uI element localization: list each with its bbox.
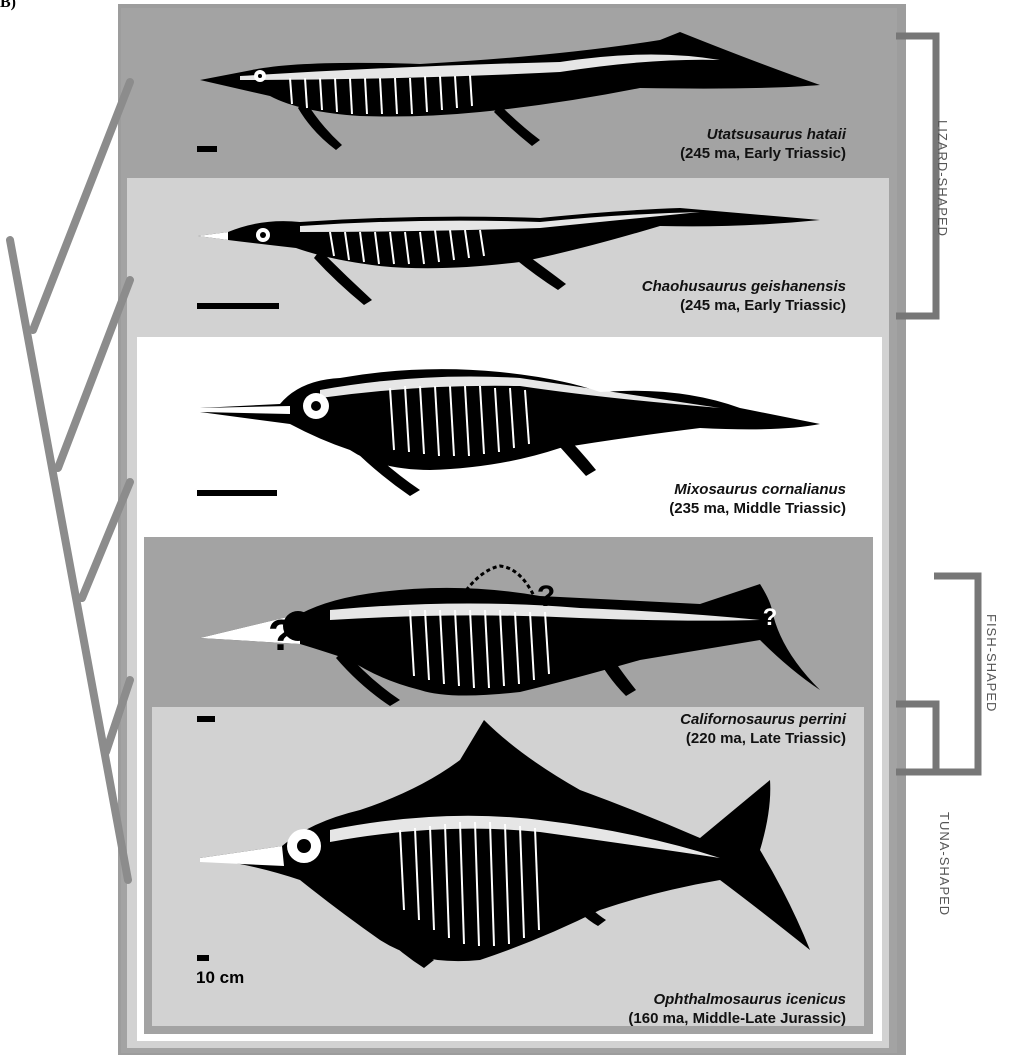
age-label: (220 ma, Late Triassic) bbox=[586, 729, 846, 748]
bracket-label-tuna-shaped: TUNA-SHAPED bbox=[937, 812, 952, 916]
age-label: (235 ma, Middle Triassic) bbox=[586, 499, 846, 518]
uncertainty-mark-dorsal: ? bbox=[537, 580, 555, 613]
age-label: (245 ma, Early Triassic) bbox=[586, 296, 846, 315]
species-name: Californosaurus perrini bbox=[586, 710, 846, 729]
uncertainty-mark-skull: ? bbox=[268, 611, 295, 660]
figure-label: B) bbox=[0, 0, 16, 12]
label-mixosaurus: Mixosaurus cornalianus (235 ma, Middle T… bbox=[586, 480, 846, 518]
scale-bar-label: 10 cm bbox=[196, 968, 244, 988]
tree-branch-utatsusaurus bbox=[33, 82, 130, 330]
uncertainty-mark-tail: ? bbox=[763, 604, 778, 631]
species-name: Mixosaurus cornalianus bbox=[586, 480, 846, 499]
label-chaohusaurus: Chaohusaurus geishanensis (245 ma, Early… bbox=[586, 277, 846, 315]
label-ophthalmosaurus: Ophthalmosaurus icenicus (160 ma, Middle… bbox=[566, 990, 846, 1028]
label-californosaurus: Californosaurus perrini (220 ma, Late Tr… bbox=[586, 710, 846, 748]
species-name: Ophthalmosaurus icenicus bbox=[566, 990, 846, 1009]
species-name: Chaohusaurus geishanensis bbox=[586, 277, 846, 296]
age-label: (160 ma, Middle-Late Jurassic) bbox=[566, 1009, 846, 1028]
label-utatsusaurus: Utatsusaurus hataii (245 ma, Early Trias… bbox=[606, 125, 846, 163]
bracket-label-fish-shaped: FISH-SHAPED bbox=[984, 614, 999, 712]
phylogenetic-tree bbox=[10, 82, 130, 880]
bracket-fish-shaped bbox=[934, 576, 978, 772]
bracket-label-lizard-shaped: LIZARD-SHAPED bbox=[935, 120, 950, 237]
species-name: Utatsusaurus hataii bbox=[606, 125, 846, 144]
age-label: (245 ma, Early Triassic) bbox=[606, 144, 846, 163]
